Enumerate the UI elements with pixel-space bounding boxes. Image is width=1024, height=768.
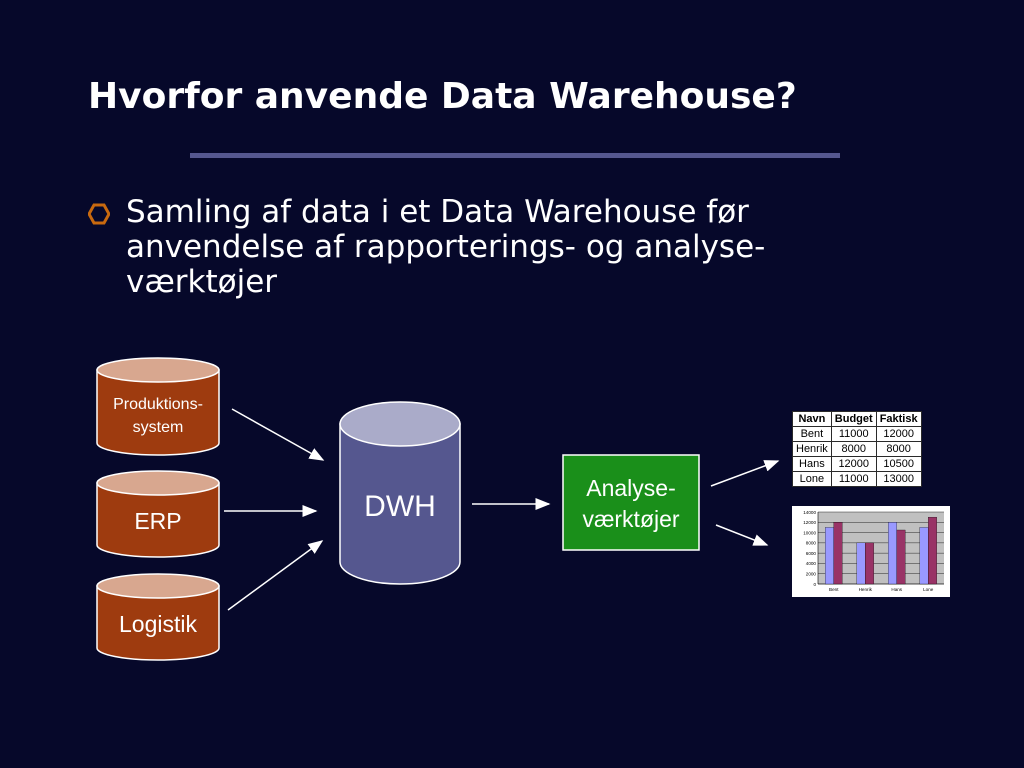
arrow-tools-to-table (710, 460, 780, 487)
hexagon-bullet-icon (88, 203, 110, 225)
tools-label-line: Analyse- (586, 475, 675, 501)
arrow-produktion-to-dwh (231, 408, 325, 461)
arrow-logistik-to-dwh (227, 540, 324, 611)
y-tick-label: 2000 (806, 572, 817, 577)
bullet-text: Samling af data i et Data Warehouse før … (126, 194, 766, 300)
table-cell: 13000 (875, 471, 922, 487)
slide-title: Hvorfor anvende Data Warehouse? (88, 76, 797, 117)
tools-label-line: værktøjer (582, 506, 679, 532)
analysis-tools-box: Analyse- værktøjer (562, 454, 700, 551)
y-tick-label: 14000 (803, 510, 816, 515)
y-tick-label: 8000 (806, 541, 817, 546)
table-row: Lone 11000 13000 (792, 471, 922, 487)
bar (896, 529, 906, 585)
x-tick-label: Hans (891, 587, 902, 592)
source-label-line: ERP (134, 508, 181, 534)
y-tick-label: 6000 (806, 551, 817, 556)
table-cell: Lone (792, 471, 832, 487)
table-cell: 11000 (830, 426, 877, 442)
x-tick-label: Henrik (859, 587, 873, 592)
y-tick-label: 0 (813, 582, 816, 587)
y-tick-label: 10000 (803, 530, 816, 535)
table-cell: Bent (792, 426, 832, 442)
table-header-cell: Navn (792, 411, 832, 427)
dwh-label: DWH (364, 490, 436, 523)
table-cell: 11000 (830, 471, 877, 487)
y-tick-label: 12000 (803, 520, 816, 525)
table-header-cell: Faktisk (875, 411, 922, 427)
source-produktionssystem: Produktions- system (96, 357, 220, 456)
source-label-line: system (133, 419, 184, 436)
title-underline (190, 153, 840, 158)
bar (888, 522, 897, 585)
bar (865, 542, 874, 585)
table-cell: 12000 (830, 456, 877, 472)
x-tick-label: Bent (829, 587, 839, 592)
table-row: Henrik 8000 8000 (792, 441, 922, 457)
source-logistik: Logistik (96, 573, 220, 661)
table-cell: 10500 (875, 456, 922, 472)
table-cell: 8000 (875, 441, 922, 457)
bar (856, 542, 866, 585)
source-erp: ERP (96, 470, 220, 558)
bar (825, 527, 834, 585)
bar (833, 522, 843, 585)
table-row: Bent 11000 12000 (792, 426, 922, 442)
table-row: Hans 12000 10500 (792, 456, 922, 472)
source-label-line: Logistik (119, 611, 197, 637)
bar (928, 516, 937, 585)
source-label-line: Produktions- (113, 396, 203, 413)
y-tick-label: 4000 (806, 561, 817, 566)
table-cell: Hans (792, 456, 832, 472)
x-tick-label: Lone (923, 587, 934, 592)
table-cell: Henrik (792, 441, 832, 457)
table-cell: 8000 (830, 441, 877, 457)
bar (919, 527, 929, 585)
arrow-tools-to-chart (715, 524, 769, 546)
table-header-cell: Budget (830, 411, 877, 427)
report-table: Navn Budget Faktisk Bent 11000 12000 Hen… (792, 411, 922, 487)
dwh-cylinder: DWH (339, 401, 461, 585)
table-cell: 12000 (875, 426, 922, 442)
